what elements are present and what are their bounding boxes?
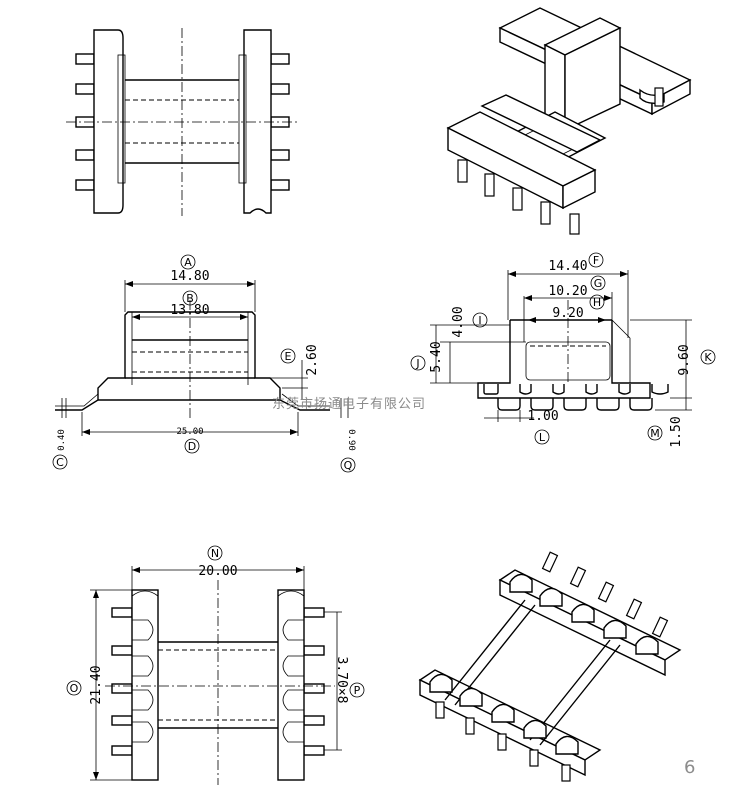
front-view: 14.40 F 10.20 G 9.20 H 4.00 — [410, 252, 716, 448]
callout-i: I — [472, 312, 488, 328]
bottom-view-left-pins — [111, 607, 133, 756]
top-view-left-flange — [93, 29, 124, 214]
dim-a-value: 14.80 — [170, 269, 209, 284]
svg-text:H: H — [593, 296, 601, 309]
callout-q: Q — [340, 457, 356, 473]
svg-text:K: K — [704, 351, 712, 364]
svg-text:A: A — [184, 256, 192, 269]
dim-m-value: 1.50 — [669, 416, 684, 447]
callout-j: J — [410, 355, 426, 371]
dim-n-value: 20.00 — [198, 564, 237, 579]
dim-j-value: 5.40 — [429, 341, 444, 372]
bottom-view-pads — [132, 619, 304, 743]
svg-text:C: C — [56, 456, 64, 469]
svg-text:M: M — [650, 427, 660, 440]
dim-b-value: 13.80 — [170, 303, 209, 318]
callout-o: O — [66, 680, 82, 696]
dim-q-value: 0.90 — [346, 429, 356, 451]
isometric-view-top — [446, 7, 692, 235]
svg-text:N: N — [211, 547, 219, 560]
svg-text:E: E — [285, 350, 292, 363]
bottom-view: 20.00 N 21.40 O 3.70×8 P — [66, 545, 365, 785]
dim-h-value: 9.20 — [552, 306, 583, 321]
callout-n: N — [207, 545, 223, 561]
callout-p: P — [349, 682, 365, 698]
top-view-right-flange — [243, 29, 272, 214]
svg-text:P: P — [354, 684, 361, 697]
watermark-text: 东莞市扬通电子有限公司 — [272, 396, 426, 412]
callout-l: L — [534, 429, 550, 445]
callout-c: C — [52, 454, 68, 470]
callout-g: G — [590, 275, 606, 291]
svg-text:J: J — [415, 357, 419, 370]
callout-b: B — [182, 290, 198, 306]
callout-e: E — [280, 348, 296, 364]
svg-text:L: L — [539, 431, 546, 444]
dim-i-value: 4.00 — [451, 306, 466, 337]
callout-a: A — [180, 254, 196, 270]
svg-text:O: O — [70, 682, 79, 695]
bottom-view-right-flange — [277, 589, 305, 781]
dim-p-value: 3.70×8 — [334, 657, 349, 704]
isometric-bottom-bumps — [429, 573, 659, 755]
svg-text:G: G — [594, 277, 603, 290]
dim-o-value: 21.40 — [89, 665, 104, 704]
callout-d: D — [184, 438, 200, 454]
svg-text:I: I — [478, 314, 481, 327]
svg-text:F: F — [593, 254, 599, 267]
callout-h: H — [589, 294, 605, 310]
isometric-bottom-pins — [435, 551, 669, 782]
svg-text:B: B — [186, 292, 194, 305]
dim-c-value: 0.40 — [57, 429, 67, 451]
dim-e-value: 2.60 — [305, 344, 320, 375]
dim-d-value: 25.00 — [176, 427, 203, 437]
bottom-view-left-flange — [131, 589, 159, 781]
front-view-pins — [483, 384, 669, 411]
top-view — [66, 28, 298, 216]
svg-text:D: D — [188, 440, 196, 453]
dim-f-value: 14.40 — [548, 259, 587, 274]
callout-m: M — [647, 425, 663, 441]
callout-k: K — [700, 349, 716, 365]
side-view: 14.80 A 13.80 B 2.60 E 25.00 — [52, 254, 356, 473]
isometric-view-bottom — [418, 551, 682, 782]
dim-k-value: 9.60 — [677, 344, 692, 375]
page-number: 6 — [684, 757, 695, 778]
dim-g-value: 10.20 — [548, 284, 587, 299]
callout-f: F — [588, 252, 604, 268]
dim-l-value: 1.00 — [527, 409, 558, 424]
bottom-view-right-pins — [303, 607, 325, 756]
isometric-top-pins — [457, 87, 664, 235]
svg-text:Q: Q — [344, 459, 353, 472]
